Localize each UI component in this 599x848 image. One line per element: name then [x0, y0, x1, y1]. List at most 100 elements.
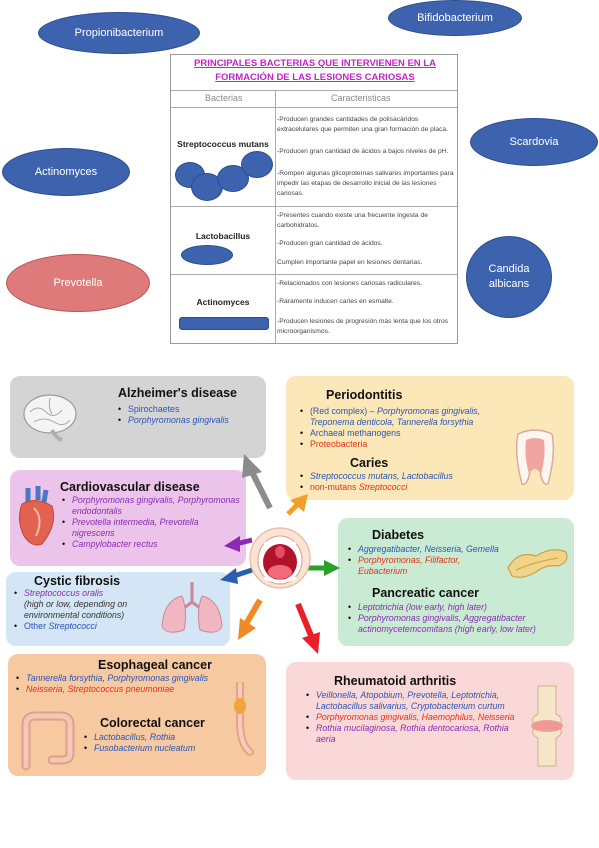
diabetes-item: Aggregatibacter, Neisseria, Gemella: [348, 544, 508, 555]
scardovia-ellipse: Scardovia: [470, 118, 598, 166]
caries-item-prefix: non-mutans: [310, 482, 359, 492]
colorectal-item: Lactobacillus, Rothia: [84, 732, 244, 743]
caries-item: Streptococci: [358, 482, 408, 492]
characteristic: Cumplen importante papel en lesiones den…: [277, 259, 423, 266]
candida-line2: albicans: [488, 278, 530, 290]
actinomyces-ellipse: Actinomyces: [2, 148, 130, 196]
table-column-divider: [275, 90, 276, 343]
panel-cardiovascular: Cardiovascular disease Porphyromonas gin…: [10, 470, 246, 566]
characteristic: -Producen gran cantidad de ácidos.: [277, 240, 383, 247]
candida-albicans-ellipse: Candida albicans: [466, 236, 552, 318]
diabetes-title: Diabetes: [372, 528, 425, 542]
table-divider: [171, 90, 457, 91]
arrow-head: [290, 494, 308, 512]
panel-alzheimers: Alzheimer's disease Spirochaetes Porphyr…: [10, 376, 266, 458]
rheumatoid-item: Veillonella, Atopobium, Prevotella, Lept…: [306, 690, 518, 712]
arrow-head: [224, 536, 240, 552]
bacteria-name: Actinomyces: [196, 297, 250, 307]
cystic-item: Streptococcus oralis: [24, 588, 104, 598]
cystic-fibrosis-title: Cystic fibrosis: [34, 574, 121, 588]
table-divider: [171, 274, 457, 275]
characteristic: -Producen grandes cantidades de polisacá…: [277, 116, 449, 133]
periodontitis-item: Porphyromonas gingivalis, Treponema dent…: [310, 406, 481, 427]
candida-line1: Candida: [488, 263, 530, 275]
open-mouth-icon: [249, 527, 311, 589]
col-header-bacterias: Bacterias: [205, 93, 243, 103]
cystic-item-prefix: Other: [24, 621, 49, 631]
heart-icon: [18, 486, 55, 546]
panel-periodontitis: Periodontitis (Red complex) – Porphyromo…: [286, 376, 574, 500]
characteristic: -Raramente inducen caries en esmalte.: [277, 298, 394, 305]
cardiovascular-item: Prevotella intermedia, Prevotella nigres…: [62, 517, 242, 539]
esophagus-icon: [234, 682, 254, 756]
caries-item: Streptococcus mutans, Lactobacillus: [300, 471, 510, 482]
arrow-head: [324, 560, 340, 576]
pancreatic-title: Pancreatic cancer: [372, 586, 480, 600]
rheumatoid-item: Rothia mucilaginosa, Rothia dentocariosa…: [306, 723, 518, 745]
arrow-head: [302, 632, 320, 654]
lungs-icon: [161, 582, 223, 633]
arrow-head: [220, 568, 238, 584]
knee-joint-icon: [531, 685, 563, 767]
panel-esophageal: Esophageal cancer Tannerella forsythia, …: [8, 654, 266, 776]
periodontitis-item: Archaeal methanogens: [300, 428, 520, 439]
characteristic: -Rompen algunas glicoproteínas salivares…: [277, 170, 454, 197]
panel-diabetes: Diabetes Aggregatibacter, Neisseria, Gem…: [338, 518, 574, 646]
esophageal-title: Esophageal cancer: [98, 658, 212, 672]
arrow-head: [238, 618, 256, 640]
alzheimers-item: Porphyromonas gingivalis: [118, 415, 258, 426]
filament-shape: [179, 317, 269, 330]
periodontitis-title: Periodontitis: [326, 388, 403, 402]
colon-icon: [21, 711, 75, 771]
rheumatoid-title: Rheumatoid arthritis: [334, 674, 457, 688]
colorectal-item: Fusobacterium nucleatum: [84, 743, 244, 754]
bifidobacterium-ellipse: Bifidobacterium: [388, 0, 522, 36]
arrow-to-rheumatoid: [295, 602, 315, 640]
red-complex-label: (Red complex) –: [310, 406, 377, 416]
col-header-caracteristicas: Caracteristicas: [331, 93, 391, 103]
alzheimers-title: Alzheimer's disease: [118, 386, 238, 400]
propionibacterium-ellipse: Propionibacterium: [38, 12, 200, 54]
cardiovascular-title: Cardiovascular disease: [60, 480, 200, 494]
pancreatic-item-note: (high early, low later): [452, 624, 536, 634]
bacteria-table: PRINCIPALES BACTERIAS QUE INTERVIENEN EN…: [170, 54, 458, 344]
pancreas-icon: [507, 549, 568, 578]
rheumatoid-item: Porphyromonas gingivalis, Haemophilus, N…: [306, 712, 518, 723]
arrow-to-alzheimers: [249, 470, 273, 510]
coccus-shape: [241, 151, 273, 178]
table-divider: [171, 107, 457, 108]
cardiovascular-item: Campylobacter rectus: [62, 539, 242, 550]
characteristic: -Producen gran cantidad de ácidos a bajo…: [277, 148, 449, 155]
bacteria-name: Streptococcus mutans: [177, 139, 269, 149]
arrow-head: [242, 454, 262, 478]
cystic-item: Streptococci: [48, 621, 97, 631]
pancreatic-item-note: (low early, high later): [403, 602, 487, 612]
esophageal-item: Neisseria, Streptococcus pneumoniae: [16, 684, 256, 695]
diabetes-item: Porphyromonas, Filifactor, Eubacterium: [348, 555, 508, 577]
bacillus-shape: [181, 245, 233, 265]
table-title: PRINCIPALES BACTERIAS QUE INTERVIENEN EN…: [194, 58, 436, 83]
panel-rheumatoid: Rheumatoid arthritis Veillonella, Atopob…: [286, 662, 574, 780]
table-divider: [171, 206, 457, 207]
bacteria-name: Lactobacillus: [195, 231, 251, 241]
arrow-to-esophageal: [243, 598, 263, 626]
panel-cystic-fibrosis: Cystic fibrosis Streptococcus oralis(hig…: [6, 572, 230, 646]
cardiovascular-item: Porphyromonas gingivalis, Porphyromonas …: [62, 495, 242, 517]
arrow-to-periodontitis: [286, 502, 300, 516]
mouth-arrows: [220, 454, 340, 654]
brain-icon: [23, 394, 77, 442]
alzheimers-item: Spirochaetes: [118, 404, 258, 415]
colorectal-title: Colorectal cancer: [100, 716, 205, 730]
pancreatic-item: Leptotrichia: [358, 602, 404, 612]
tooth-icon: [515, 429, 555, 485]
characteristic: -Producen lesiones de progresión más len…: [277, 318, 449, 335]
periodontitis-item: Proteobacteria: [300, 439, 520, 450]
characteristic: -Relacionados con lesiones cariosas radi…: [277, 280, 422, 287]
characteristic: -Presentes cuando existe una frecuente i…: [277, 212, 428, 229]
caries-title: Caries: [350, 456, 389, 470]
arrow-to-cystic-fibrosis: [233, 567, 253, 579]
cystic-item-note: (high or low, depending on environmental…: [24, 599, 128, 620]
prevotella-ellipse: Prevotella: [6, 254, 150, 312]
esophageal-item: Tannerella forsythia, Porphyromonas ging…: [16, 673, 256, 684]
pancreatic-item: Porphyromonas gingivalis, Aggregatibacte…: [358, 613, 526, 634]
